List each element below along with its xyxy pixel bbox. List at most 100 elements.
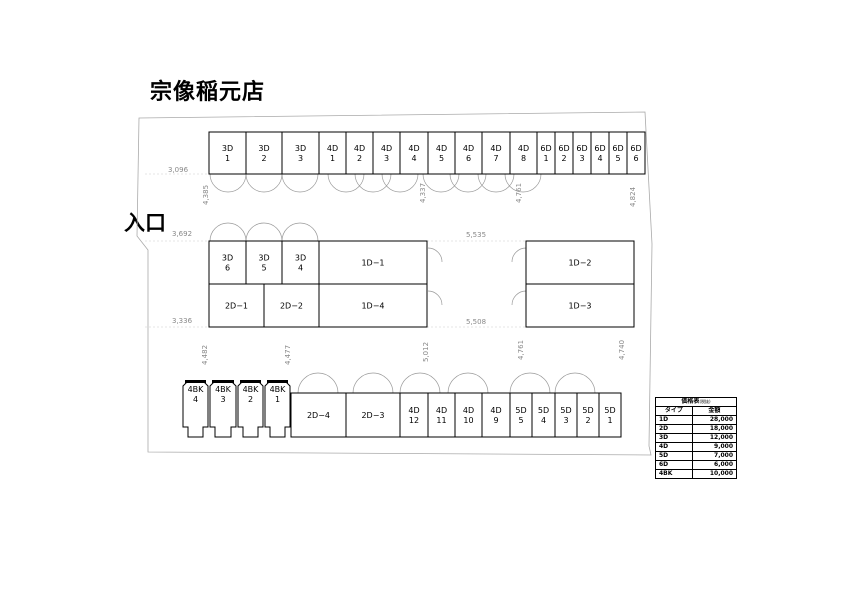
dimension-label: 4,761 bbox=[515, 183, 523, 203]
unit-3D-3: 3D3 bbox=[281, 131, 320, 175]
unit-label-type: 5D bbox=[560, 406, 571, 415]
unit-5D-1: 5D1 bbox=[598, 392, 622, 438]
unit-outline bbox=[263, 283, 320, 328]
unit-3D-5: 3D5 bbox=[245, 240, 283, 285]
door-swing bbox=[399, 372, 441, 394]
door-swing bbox=[245, 222, 283, 242]
door-swing bbox=[427, 290, 443, 306]
door-swing bbox=[427, 247, 443, 263]
unit-label-type: 5D bbox=[604, 406, 615, 415]
unit-outline bbox=[427, 392, 456, 438]
unit-5D-4: 5D4 bbox=[531, 392, 556, 438]
unit-outline bbox=[525, 283, 635, 328]
dimension-label: 5,535 bbox=[466, 231, 486, 239]
door-swing bbox=[245, 173, 283, 193]
dimension-label: 4,482 bbox=[201, 345, 209, 365]
storage-units: 3D13D23D34D14D24D34D44D54D64D74D86D16D26… bbox=[182, 131, 646, 438]
unit-6D-6: 6D6 bbox=[626, 131, 646, 175]
unit-label-number: 8 bbox=[521, 154, 526, 163]
unit-label-type: 4BK bbox=[188, 385, 205, 394]
unit-5D-2: 5D2 bbox=[576, 392, 600, 438]
door-swing bbox=[281, 222, 319, 242]
unit-label-type: 4D bbox=[463, 144, 474, 153]
unit-label-type: 4D bbox=[327, 144, 338, 153]
unit-label: 1D−4 bbox=[361, 302, 384, 311]
unit-label-type: 3D bbox=[295, 254, 306, 263]
site-boundary bbox=[136, 111, 653, 456]
unit-4D-8: 4D8 bbox=[509, 131, 538, 175]
unit-4D-1: 4D1 bbox=[318, 131, 347, 175]
unit-label-type: 5D bbox=[515, 406, 526, 415]
unit-outline bbox=[245, 240, 283, 285]
unit-6D-3: 6D3 bbox=[572, 131, 592, 175]
unit-label-number: 3 bbox=[563, 416, 568, 425]
door-swing bbox=[297, 372, 339, 394]
door-swing bbox=[504, 173, 542, 193]
dimension-label: 5,012 bbox=[422, 342, 430, 362]
unit-label-number: 2 bbox=[585, 416, 590, 425]
unit-2D-1: 2D−1 bbox=[208, 283, 265, 328]
unit-label-number: 5 bbox=[261, 264, 266, 273]
unit-label-number: 2 bbox=[248, 395, 253, 404]
unit-4D-4: 4D4 bbox=[399, 131, 429, 175]
unit-4D-5: 4D5 bbox=[427, 131, 456, 175]
unit-2D-2: 2D−2 bbox=[263, 283, 320, 328]
unit-outline bbox=[454, 392, 483, 438]
unit-4D-3: 4D3 bbox=[372, 131, 401, 175]
unit-outline bbox=[590, 131, 610, 175]
unit-label-number: 5 bbox=[439, 154, 444, 163]
door-swing bbox=[209, 222, 247, 242]
unit-outline bbox=[554, 392, 578, 438]
unit-outline bbox=[281, 131, 320, 175]
unit-label-type: 4D bbox=[436, 144, 447, 153]
unit-outline bbox=[318, 131, 347, 175]
unit-label: 1D−3 bbox=[568, 302, 591, 311]
dimension-label: 3,096 bbox=[168, 166, 189, 174]
door-swing bbox=[509, 372, 551, 394]
unit-label-type: 4BK bbox=[270, 385, 287, 394]
unit-label-number: 3 bbox=[298, 154, 303, 163]
unit-outline bbox=[572, 131, 592, 175]
unit-label-number: 12 bbox=[409, 416, 419, 425]
unit-label-type: 4BK bbox=[243, 385, 260, 394]
unit-4D-2: 4D2 bbox=[345, 131, 374, 175]
unit-label-type: 5D bbox=[538, 406, 549, 415]
dimension-label: 4,740 bbox=[618, 340, 626, 360]
unit-label: 1D−1 bbox=[361, 259, 384, 268]
unit-outline bbox=[454, 131, 483, 175]
dimension-label: 4,477 bbox=[284, 345, 292, 365]
unit-label-number: 11 bbox=[436, 416, 446, 425]
unit-label-number: 3 bbox=[384, 154, 389, 163]
door-swing bbox=[511, 247, 527, 263]
unit-label-type: 4D bbox=[518, 144, 529, 153]
unit-label-type: 6D bbox=[540, 144, 551, 153]
door-swing bbox=[381, 173, 419, 193]
unit-label-number: 5 bbox=[518, 416, 523, 425]
unit-3D-2: 3D2 bbox=[245, 131, 283, 175]
unit-outline bbox=[509, 392, 533, 438]
unit-label-number: 1 bbox=[607, 416, 612, 425]
unit-outline bbox=[372, 131, 401, 175]
page-title: 宗像稲元店 bbox=[150, 80, 266, 105]
unit-label-type: 4D bbox=[490, 406, 501, 415]
unit-outline bbox=[427, 131, 456, 175]
unit-label-type: 4D bbox=[354, 144, 365, 153]
unit-label-number: 6 bbox=[633, 154, 638, 163]
door-swing bbox=[449, 173, 487, 193]
unit-label-type: 4D bbox=[463, 406, 474, 415]
unit-label-number: 1 bbox=[225, 154, 230, 163]
unit-5D-3: 5D3 bbox=[554, 392, 578, 438]
unit-label-type: 3D bbox=[295, 144, 306, 153]
unit-label-number: 9 bbox=[493, 416, 498, 425]
door-swing bbox=[354, 173, 392, 193]
unit-outline bbox=[345, 131, 374, 175]
door-swing bbox=[281, 173, 319, 193]
unit-label-number: 10 bbox=[463, 416, 473, 425]
unit-label-number: 6 bbox=[225, 264, 230, 273]
